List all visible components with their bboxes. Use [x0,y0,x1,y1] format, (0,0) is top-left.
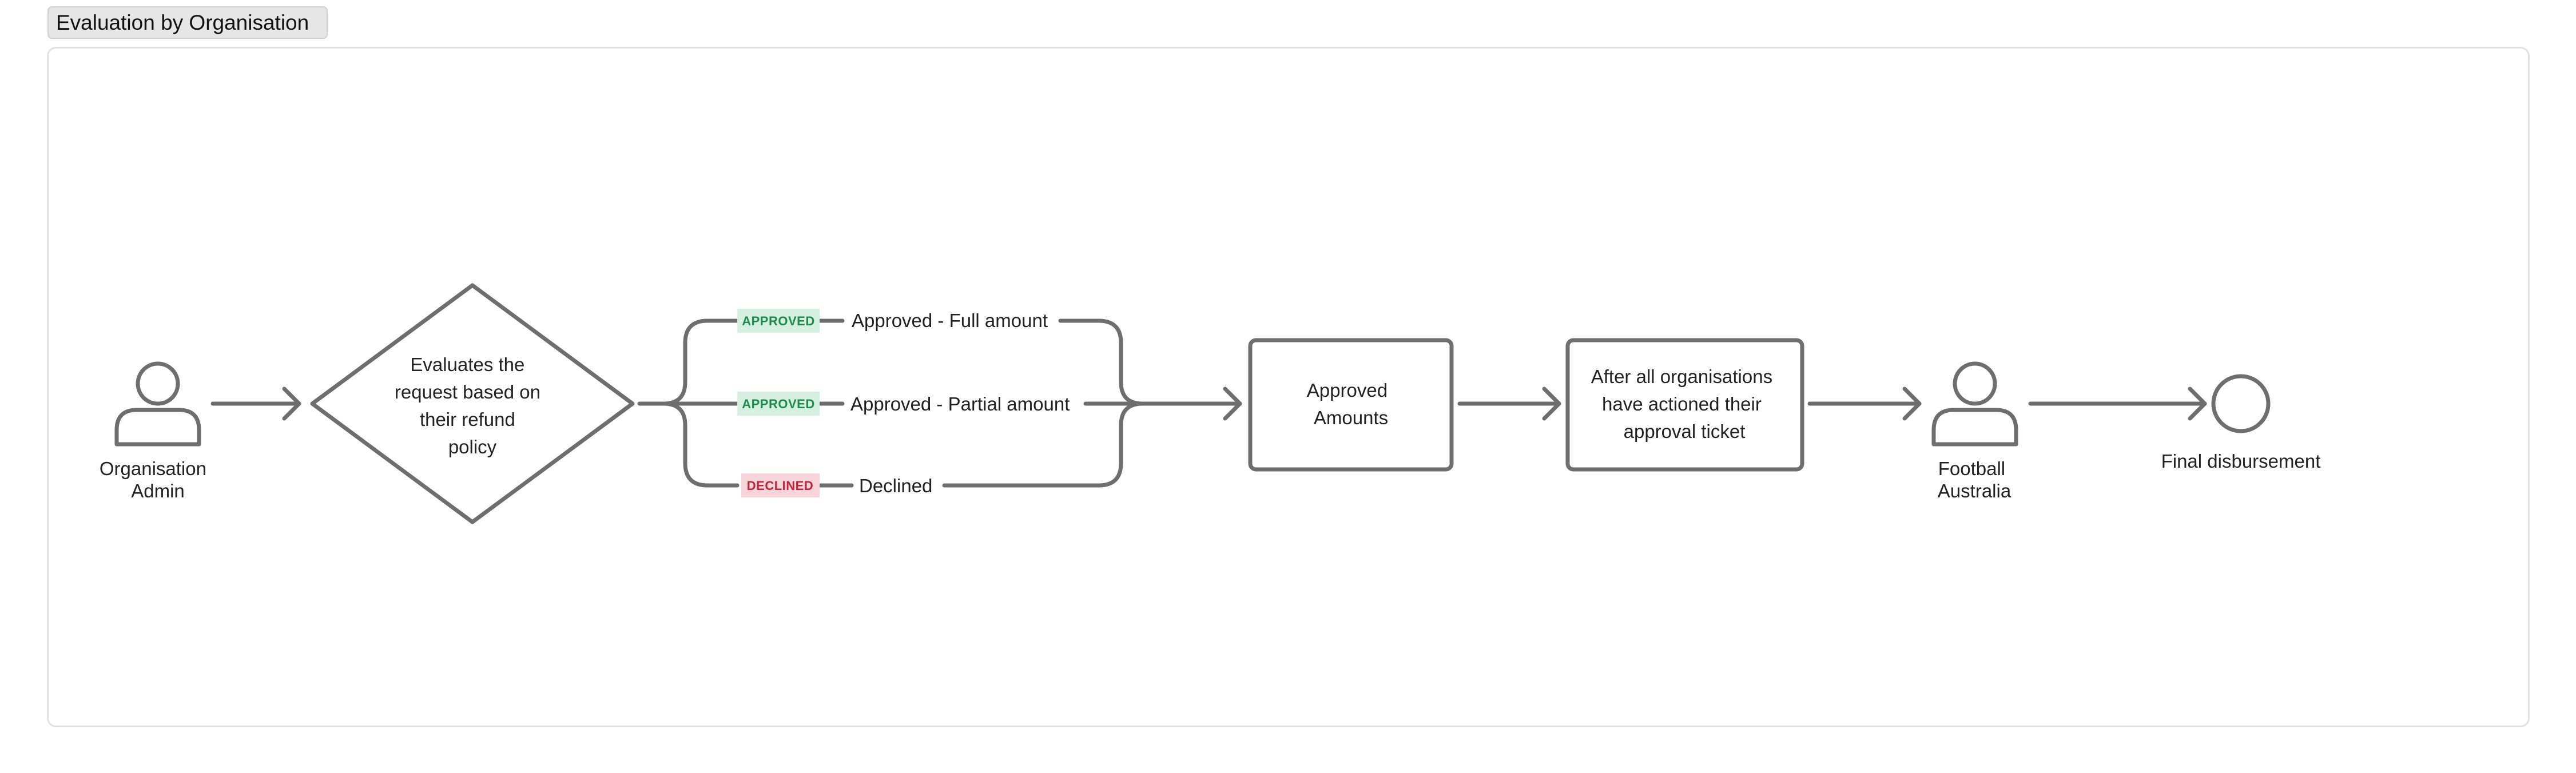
badge-text-approved-full: APPROVED [742,314,814,328]
branch-label-full-amount: Approved - Full amount [852,310,1048,331]
evaluate-decision-label: Evaluates the request based on their ref… [395,354,546,457]
branch-badge-declined: DECLINED [741,473,820,497]
evaluate-decision-diamond [310,283,635,524]
branch-label-partial-amount: Approved - Partial amount [850,393,1070,415]
org-admin-label: Organisation Admin [100,458,212,501]
after-all-organisations-box [1565,338,1804,472]
badge-text-declined: DECLINED [747,479,813,493]
diagram-frame [47,47,2530,727]
approved-amounts-box [1248,338,1454,472]
branch-merge-connectors [942,318,1242,488]
branch-label-declined: Declined [859,475,932,496]
branch-badge-approved-full: APPROVED [737,309,820,333]
arrow-admin-to-decision [210,386,301,421]
badge-text-approved-partial: APPROVED [742,397,814,411]
football-australia-label: Football Australia [1938,458,2011,501]
approved-amounts-label: Approved Amounts [1307,380,1393,428]
after-all-organisations-label: After all organisations have actioned th… [1591,366,1778,442]
branch-badge-approved-partial: APPROVED [737,392,820,416]
branch-fanout-connectors [637,318,854,488]
arrow-to-football-australia [1807,386,1922,421]
section-title: Evaluation by Organisation [47,6,328,39]
football-australia-person-icon [1931,361,2018,447]
arrow-amounts-to-after-all [1457,386,1561,421]
final-disbursement-label: Final disbursement [2161,451,2321,472]
org-admin-person-icon [114,361,201,447]
final-disbursement-end-icon [2211,374,2271,433]
arrow-to-final-disbursement [2028,386,2207,421]
